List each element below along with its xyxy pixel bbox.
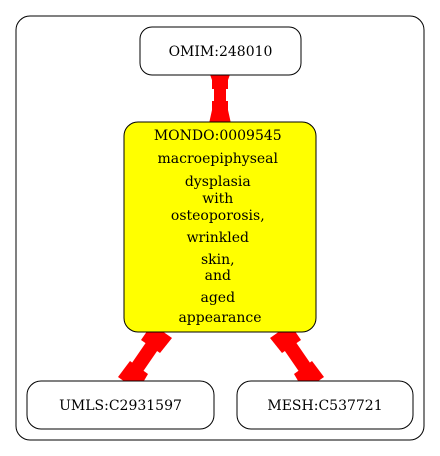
node-mondo-line: wrinkled — [187, 230, 249, 246]
node-mondo-line: macroepiphyseal — [158, 151, 279, 167]
node-mondo-label: MONDO:0009545 macroepiphyseal dysplasia … — [154, 128, 286, 326]
node-mondo[interactable]: MONDO:0009545 macroepiphyseal dysplasia … — [123, 121, 317, 333]
node-mondo-line: MONDO:0009545 — [154, 128, 282, 144]
node-mondo-line: with — [202, 191, 233, 207]
node-omim-label: OMIM:248010 — [169, 44, 273, 60]
node-mesh-box — [236, 380, 414, 430]
node-umls[interactable]: UMLS:C2931597 — [26, 380, 215, 430]
node-mondo-box — [123, 121, 317, 333]
node-umls-label: UMLS:C2931597 — [59, 398, 182, 414]
edge-arrow-tail — [208, 101, 232, 128]
node-umls-box — [26, 380, 215, 430]
node-mondo-line: osteoporosis, — [171, 208, 265, 224]
node-omim-box — [139, 26, 302, 76]
node-omim[interactable]: OMIM:248010 — [139, 26, 302, 76]
edge-shaft — [214, 88, 226, 102]
node-mondo-line: skin, — [201, 252, 235, 268]
node-mondo-line: aged — [200, 290, 235, 306]
node-mondo-line: appearance — [178, 310, 261, 326]
node-mondo-line: and — [205, 268, 231, 284]
node-mondo-line: dysplasia — [185, 174, 251, 190]
node-mesh[interactable]: MESH:C537721 — [236, 380, 414, 430]
node-mesh-label: MESH:C537721 — [267, 398, 382, 414]
